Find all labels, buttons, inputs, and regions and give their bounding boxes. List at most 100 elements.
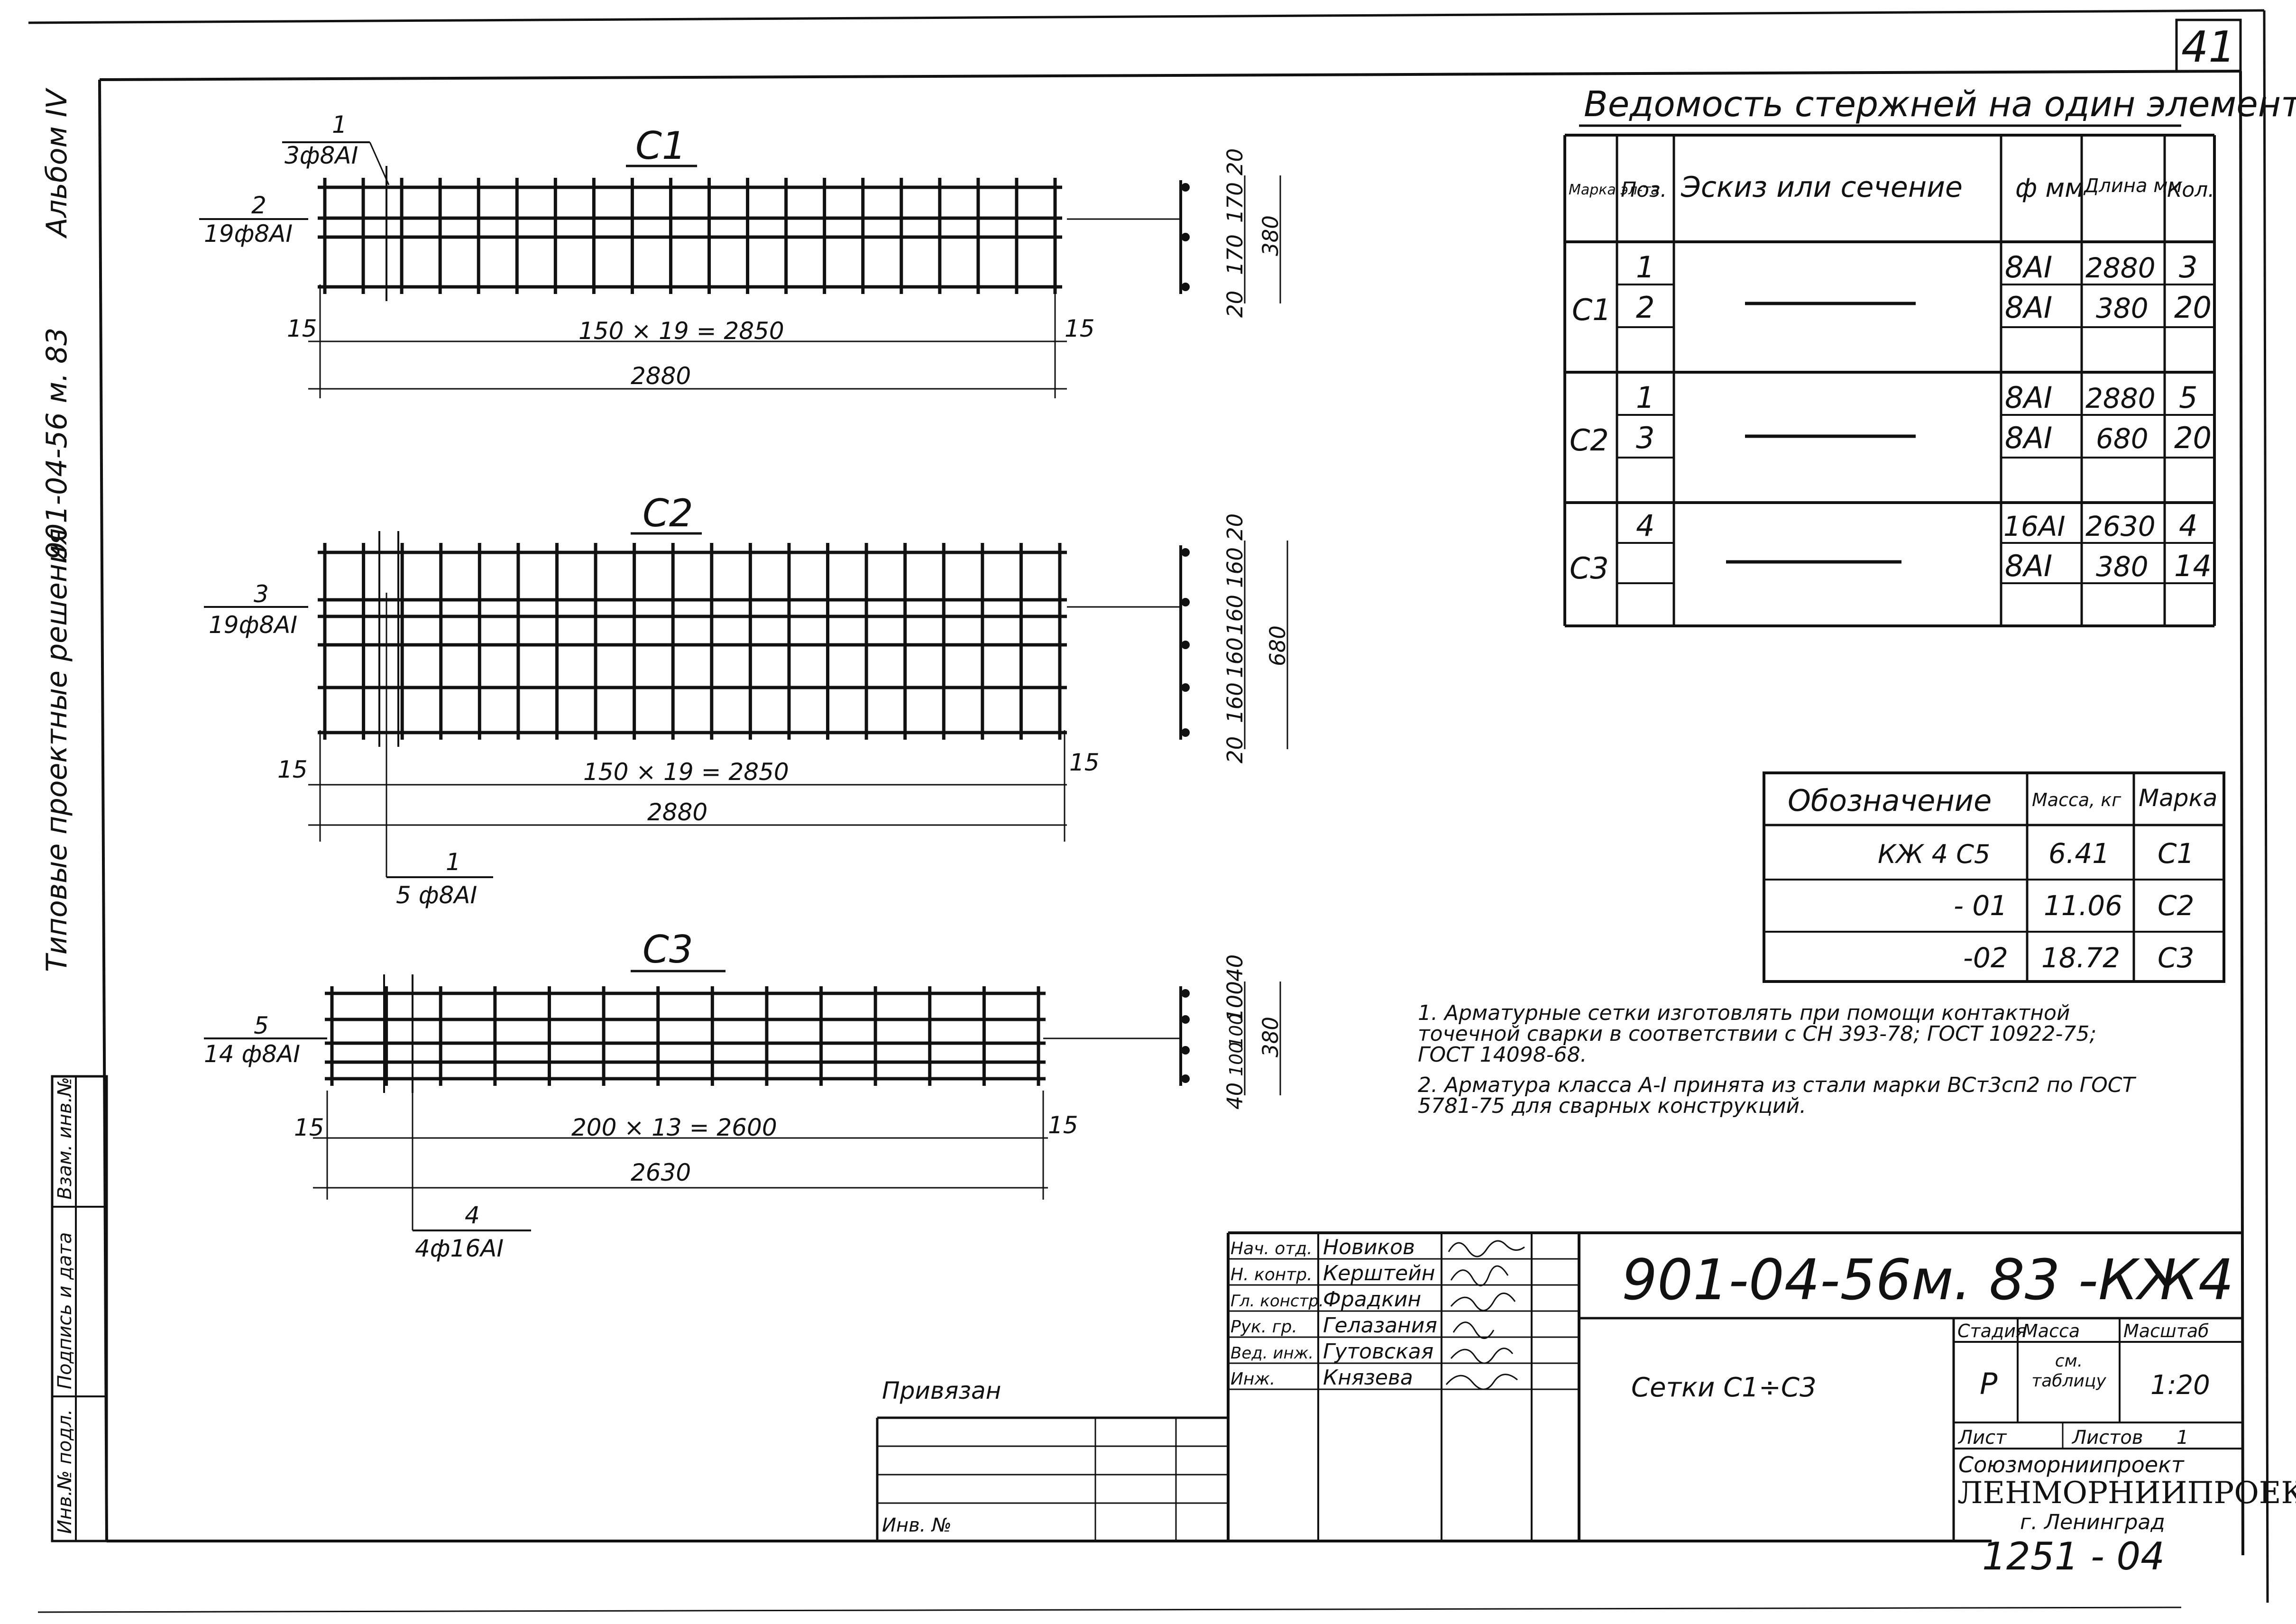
series-label: 901-04-56 м. 83: [40, 328, 73, 560]
mass-r2-mark: С2: [2158, 890, 2194, 922]
c1-dim-edge-left: 15: [287, 315, 317, 342]
c2-dim-edge-left: 15: [277, 756, 308, 783]
sig-name-3: Фрадкин: [1323, 1287, 1421, 1312]
hdr-mark: Марка эл-та: [1569, 182, 1660, 198]
c3-bar4-spec: 4ф16АI: [415, 1235, 504, 1262]
grp2-r2-qty: 20: [2174, 421, 2212, 455]
c3-sec-d5: 40: [1222, 1083, 1248, 1110]
title-block: [876, 1231, 2243, 1541]
mesh-c1: С1 1 3ф8АI 2 19ф8АI 15 15 150 × 19 = 285…: [199, 111, 1283, 398]
grp3-r2-len: 380: [2096, 551, 2149, 583]
stamp-vzam: Взам. инв.№: [54, 1077, 76, 1200]
sheet-frame: [28, 9, 2269, 1613]
c2-dim-inner: 150 × 19 = 2850: [583, 758, 789, 786]
grp1-r1-pos: 1: [1636, 250, 1654, 284]
sig-role-3: Гл. констр.: [1231, 1292, 1324, 1311]
grp2-r1-len: 2880: [2085, 382, 2156, 414]
c1-bar2-spec: 19ф8АI: [204, 220, 293, 248]
sheet-number: 41: [2181, 22, 2236, 72]
sig-name-4: Гелазания: [1323, 1313, 1437, 1338]
c2-sec-d4: 160: [1222, 637, 1248, 678]
c2-sec-d2: 160: [1222, 547, 1248, 588]
grp1-mark: С1: [1572, 293, 1611, 327]
c2-dim-edge-right: 15: [1069, 749, 1100, 776]
c3-dim-edge-left: 15: [294, 1114, 324, 1141]
stage-value: Р: [1980, 1367, 1998, 1401]
stamp-inv-podl: Инв.№ подл.: [54, 1409, 76, 1534]
c1-bar1-spec: 3ф8АI: [285, 142, 358, 169]
bottom-number: 1251 - 04: [1982, 1534, 2165, 1578]
drawing-title: Сетки С1÷С3: [1631, 1372, 1817, 1403]
grp1-r1-len: 2880: [2085, 252, 2156, 284]
mass-hdr-mark: Марка: [2139, 784, 2217, 812]
c3-dim-inner: 200 × 13 = 2600: [571, 1114, 777, 1141]
album-label: Альбом IV: [40, 88, 73, 239]
mass-value: см. таблицу: [2031, 1351, 2106, 1391]
grp1-r1-qty: 3: [2179, 250, 2197, 284]
grp3-r1-dia: 16АI: [2003, 510, 2066, 542]
mass-r3-designation: -02: [1963, 942, 2008, 974]
c2-bar1-pos: 1: [446, 848, 461, 876]
c2-sec-d1: 20: [1222, 514, 1248, 541]
mesh-c1-grid: [318, 166, 1062, 301]
c3-sec-d1: 40: [1222, 954, 1248, 982]
mesh-c1-title: С1: [635, 124, 686, 168]
org-logo: ЛЕНМОРНИИПРОЕКТ: [1957, 1476, 2296, 1511]
mass-r2-mass: 11.06: [2044, 890, 2122, 922]
mass-r1-mark: С1: [2158, 837, 2194, 870]
c2-sec-d3: 160: [1222, 595, 1248, 635]
c3-bar5-pos: 5: [254, 1012, 269, 1039]
sig-role-5: Вед. инж.: [1231, 1344, 1313, 1363]
hdr-qty: Кол.: [2167, 178, 2214, 202]
mass-r3-mark: С3: [2158, 942, 2194, 974]
mass-hdr-mass: Масса, кг: [2032, 789, 2122, 810]
scale-value: 1:20: [2150, 1370, 2210, 1401]
mass-hdr-designation: Обозначение: [1788, 783, 1992, 818]
stage-label: Стадия: [1957, 1321, 2027, 1341]
note-1: 1. Арматурные сетки изготовлять при помо…: [1418, 1003, 2097, 1067]
mass-r1-designation: КЖ 4 С5: [1878, 839, 1990, 869]
grp3-r1-qty: 4: [2179, 508, 2197, 543]
sig-role-4: Рук. гр.: [1231, 1317, 1297, 1337]
typical-solutions-label: Типовые проектные решения: [40, 528, 73, 972]
hdr-dia: ф мм: [2015, 173, 2084, 203]
mass-r3-mass: 18.72: [2041, 942, 2120, 974]
inv-label: Инв. №: [882, 1514, 952, 1536]
sheet-label: Лист: [1957, 1427, 2007, 1449]
c2-sec-d5: 160: [1222, 682, 1248, 723]
c1-sec-d3: 170: [1222, 234, 1248, 275]
org-name: Союзморниипроект: [1958, 1452, 2185, 1477]
doc-code: 901-04-56м. 83 -КЖ4: [1622, 1247, 2234, 1312]
org-city: г. Ленинград: [2020, 1510, 2165, 1534]
mass-r2-designation: - 01: [1954, 890, 2007, 922]
grp1-r2-dia: 8АI: [2005, 290, 2052, 325]
c3-bar4-pos: 4: [465, 1202, 480, 1229]
left-stamp: [51, 1075, 108, 1542]
grp1-r1-dia: 8АI: [2005, 250, 2052, 284]
c3-dim-total: 2630: [631, 1159, 691, 1186]
grp2-mark: С2: [1570, 423, 1609, 458]
mesh-c2-grid: [318, 531, 1067, 747]
c1-dim-edge-right: 15: [1065, 315, 1095, 342]
c1-bar1-pos: 1: [332, 111, 347, 138]
hdr-sketch: Эскиз или сечение: [1681, 171, 1963, 204]
mass-table: [1763, 771, 2225, 983]
grp2-r2-dia: 8АI: [2005, 421, 2052, 455]
grp1-r2-len: 380: [2096, 292, 2149, 324]
mesh-c3-grid: [325, 974, 1046, 1093]
c1-sec-d1: 20: [1222, 148, 1248, 175]
notes: 1. Арматурные сетки изготовлять при помо…: [1418, 1003, 2139, 1117]
sig-name-2: Керштейн: [1323, 1261, 1435, 1285]
signatures-handwritten: [1445, 1240, 1525, 1390]
grp1-r2-pos: 2: [1636, 290, 1654, 325]
grp1-r2-qty: 20: [2174, 290, 2212, 325]
sheets-label: Листов: [2071, 1427, 2143, 1449]
c2-bar3-pos: 3: [254, 580, 269, 608]
grp3-mark: С3: [1570, 551, 1609, 586]
sig-role-1: Нач. отд.: [1231, 1239, 1313, 1258]
c3-sec-d2: 100: [1222, 981, 1248, 1022]
grp2-r1-qty: 5: [2179, 380, 2197, 415]
c3-sec-d3: 100: [1226, 1013, 1247, 1048]
sig-name-5: Гутовская: [1323, 1340, 1433, 1364]
